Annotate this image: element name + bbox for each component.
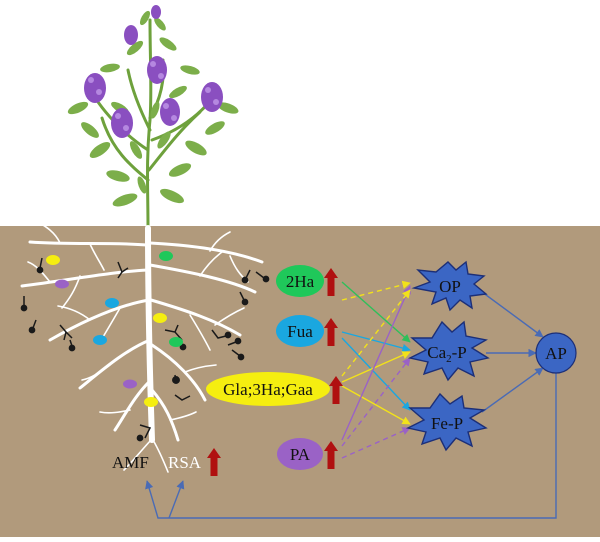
arrow-ap-feedback — [145, 373, 557, 519]
arrow-pa-ca2p — [341, 357, 411, 447]
node-fep-label: Fe-P — [431, 414, 463, 433]
amf-hyphae-illustration — [20, 257, 270, 442]
node-gla-label: Gla;3Ha;Gaa — [223, 380, 313, 399]
node-op-label: OP — [439, 277, 461, 296]
up-arrow-pa — [324, 441, 338, 469]
node-gla: Gla;3Ha;Gaa — [206, 372, 330, 406]
node-ca2p-label: Ca2-P — [427, 343, 467, 365]
up-arrow-fua — [324, 318, 338, 346]
increase-arrows — [207, 268, 343, 476]
node-pa: PA — [277, 438, 323, 470]
up-arrow-2ha — [324, 268, 338, 296]
up-arrow-rsa — [207, 448, 221, 476]
arrow-gla-fep — [341, 385, 411, 425]
node-ap-label: AP — [545, 344, 567, 363]
node-fua: Fua — [276, 315, 324, 347]
label-rsa: RSA — [168, 453, 202, 472]
arrow-pa-op — [341, 285, 411, 441]
node-ap: AP — [535, 332, 577, 374]
arrow-2ha-op — [341, 280, 411, 301]
node-pa-label: PA — [290, 445, 311, 464]
up-arrow-gla — [329, 376, 343, 404]
node-ca2p: Ca2-P — [407, 320, 490, 382]
arrow-pa-fep — [341, 427, 411, 459]
arrow-2ha-ca2p — [341, 281, 411, 343]
arrow-op-ap — [481, 291, 544, 338]
arrow-fep-ap — [481, 367, 544, 413]
arrow-gla-op — [341, 289, 411, 377]
sky-background — [0, 0, 600, 228]
p-pool-arrows — [145, 291, 557, 519]
node-2ha-label: 2Ha — [286, 272, 315, 291]
node-op: OP — [411, 260, 488, 312]
arrow-fua-ca2p — [341, 331, 411, 353]
exudate-relation-arrows — [341, 280, 411, 459]
root-system-illustration — [20, 221, 264, 473]
exudate-dots-illustration — [46, 251, 183, 407]
arrow-fua-fep — [341, 337, 411, 411]
label-amf: AMF — [112, 453, 149, 472]
arrow-ap-rsa — [168, 480, 185, 519]
node-2ha: 2Ha — [276, 265, 324, 297]
node-fua-label: Fua — [287, 322, 313, 341]
node-fep: Fe-P — [405, 392, 488, 452]
arrow-gla-ca2p — [341, 351, 411, 383]
plant-shoot-illustration — [67, 5, 239, 230]
